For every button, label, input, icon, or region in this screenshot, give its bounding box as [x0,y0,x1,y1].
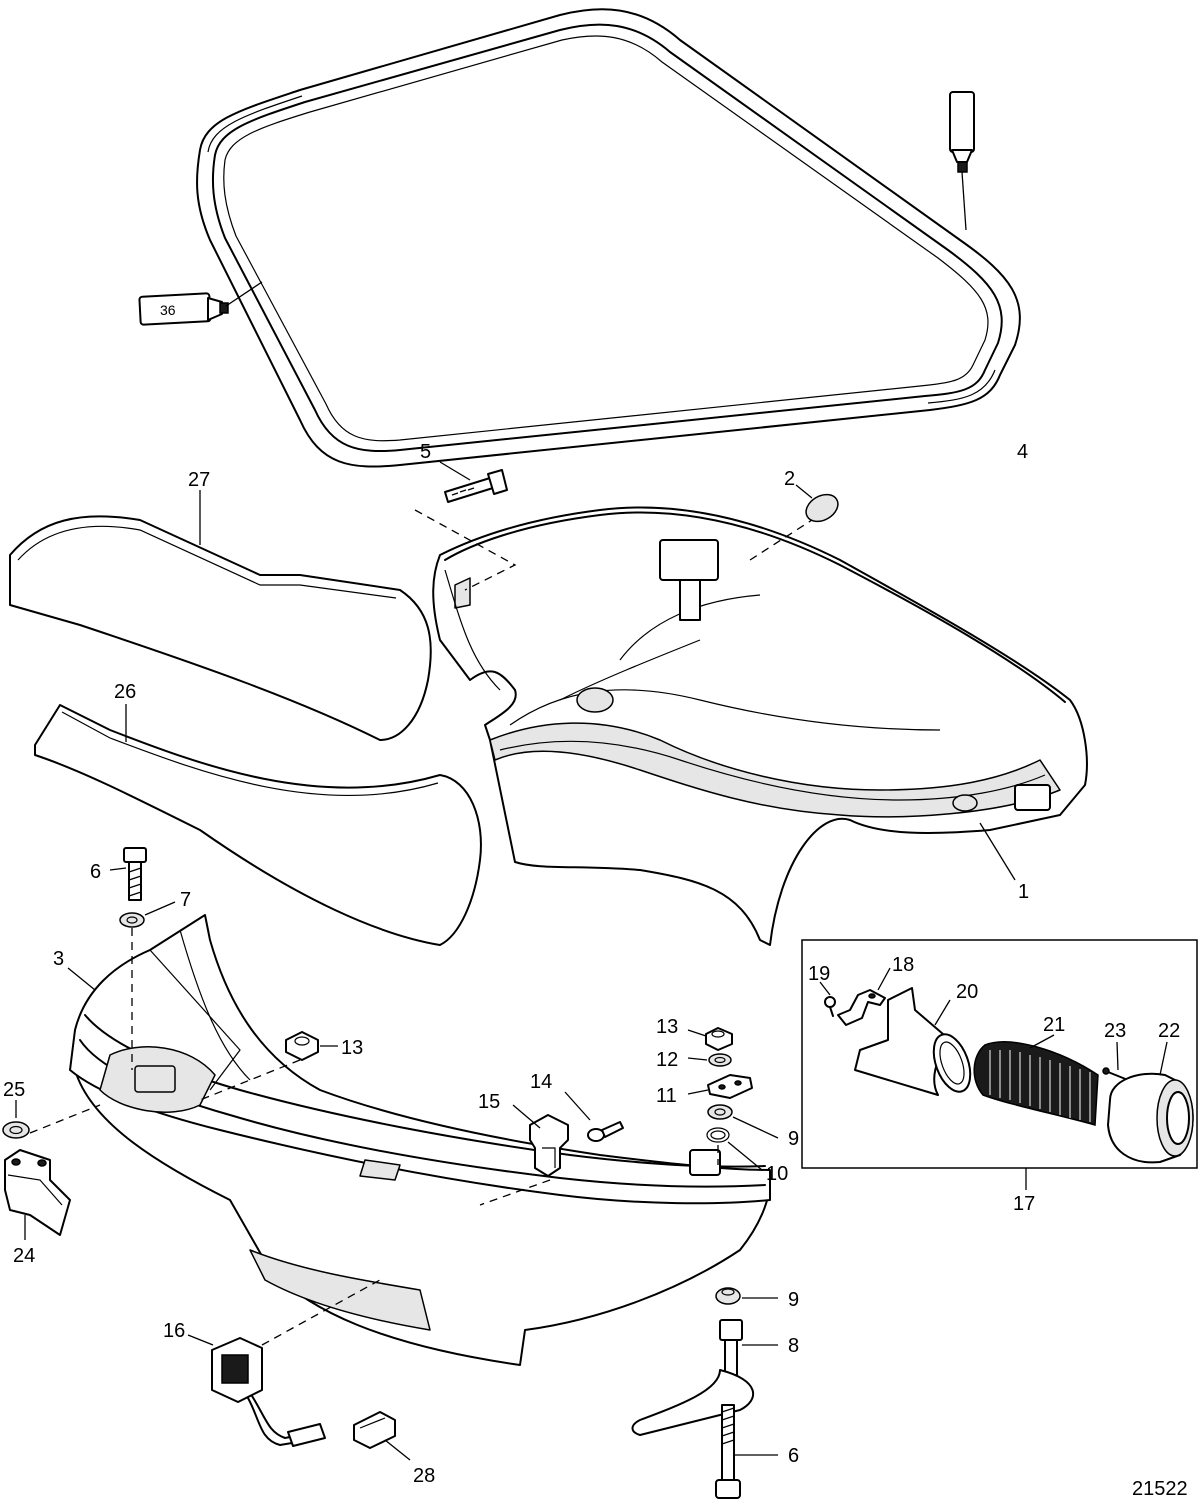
screw-19 [824,996,836,1017]
callout-25: 25 [3,1079,25,1101]
housing-20 [854,987,972,1096]
callout-20: 20 [956,981,978,1003]
callout-27: 27 [188,469,210,491]
callout-16: 16 [163,1320,185,1342]
callout-22: 22 [1158,1020,1180,1042]
callout-5: 5 [420,441,431,463]
callout-9-bottom: 9 [788,1289,799,1311]
hose-21 [973,1041,1099,1126]
callout-6-top: 6 [90,861,101,883]
callout-24: 24 [13,1245,35,1267]
washer-25 [2,1121,30,1139]
side-panel-26 [34,704,482,946]
callout-18: 18 [892,954,914,976]
bottom-cowl [69,914,771,1366]
callout-15: 15 [478,1091,500,1113]
bolt-5 [444,469,508,503]
callout-6-bottom: 6 [788,1445,799,1467]
sealant-tube-label: 36 [160,302,176,318]
nut-13-right [705,1027,733,1051]
screw-14 [587,1121,624,1142]
callout-19: 19 [808,963,830,985]
callout-1: 1 [1018,881,1029,903]
callout-12: 12 [656,1049,678,1071]
callout-21: 21 [1043,1014,1065,1036]
washer-10 [706,1127,730,1143]
callout-23: 23 [1104,1020,1126,1042]
washer-12 [708,1053,732,1067]
callout-10: 10 [766,1163,788,1185]
figure-number: 21522 [1132,1478,1188,1500]
pivot-8 [631,1319,755,1436]
callout-4: 4 [1017,441,1028,463]
callout-7: 7 [180,889,191,911]
callout-3: 3 [53,948,64,970]
side-panel-27 [9,515,432,741]
inset-box-17 [801,939,1198,1169]
callout-9-top: 9 [788,1128,799,1150]
callout-13-right: 13 [656,1016,678,1038]
sealant-tube-left: 36 [138,292,229,326]
plate-11 [707,1074,753,1099]
grommet-9-top [707,1104,733,1120]
plug-2 [805,493,839,523]
fitting-22 [1107,1072,1194,1164]
bolt-6-bottom [715,1404,741,1499]
callout-26: 26 [114,681,136,703]
top-cowl [432,506,1088,946]
callout-28: 28 [413,1465,435,1487]
callout-11: 11 [656,1085,677,1107]
sealant-tube-right [949,91,975,173]
screw-23 [1102,1067,1129,1081]
callout-8: 8 [788,1335,799,1357]
clip-15 [529,1114,569,1177]
switch-16 [211,1337,326,1447]
seal-ring [196,8,1021,468]
connector-28 [353,1411,396,1449]
callout-2: 2 [784,468,795,490]
bolt-6-top [123,847,147,901]
callout-14: 14 [530,1071,552,1093]
callout-17: 17 [1013,1193,1035,1215]
nut-13-left [285,1031,319,1061]
washer-7 [119,912,145,928]
callout-13-left: 13 [341,1037,363,1059]
grommet-9-bottom [715,1287,741,1305]
bracket-18 [837,989,886,1026]
bracket-24 [4,1149,71,1236]
